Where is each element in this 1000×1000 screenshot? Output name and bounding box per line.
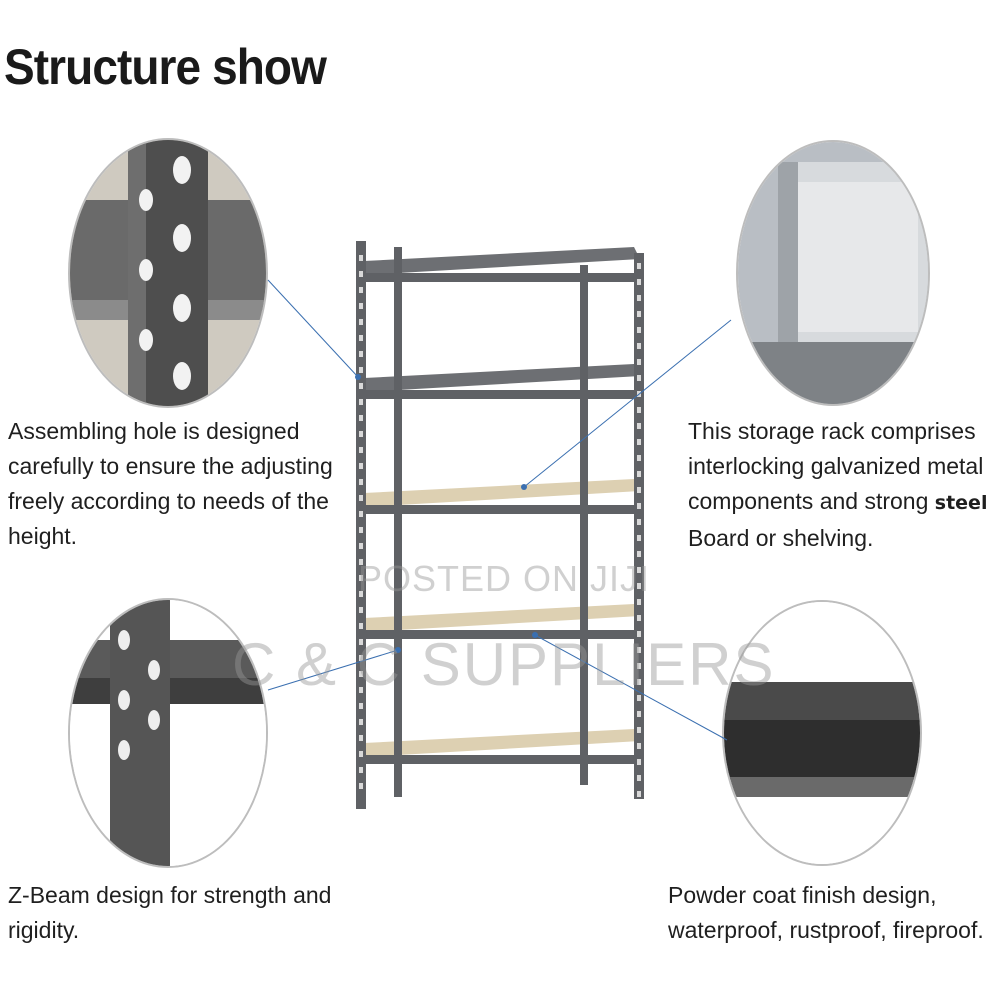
rack-hole [359,319,363,325]
rack-hole [359,367,363,373]
rack-hole [637,583,641,589]
rack-hole [359,783,363,789]
rack-hole [637,599,641,605]
rack-hole [359,703,363,709]
rack-hole [637,279,641,285]
rack-hole [359,351,363,357]
rack-hole [359,431,363,437]
rack-hole [359,575,363,581]
rack-hole [359,287,363,293]
rack-hole [359,639,363,645]
zoom-z-beam [68,598,268,868]
rack-hole [359,751,363,757]
zoom-assembling-hole [68,138,268,408]
caption-storage-rack-end: Board or shelving. [688,525,874,551]
rack-hole [359,719,363,725]
caption-storage-rack-text: This storage rack comprises interlocking… [688,418,984,514]
rack-hole [359,255,363,261]
rack-upright-front-inner [394,247,402,797]
rack-hole [637,391,641,397]
board-detail-image [738,142,928,404]
rack-hole [637,503,641,509]
page-title: Structure show [4,39,327,95]
rack-hole [359,463,363,469]
caption-assembling-hole: Assembling hole is designed carefully to… [8,418,333,549]
rack-hole [637,711,641,717]
rack-hole [359,735,363,741]
hole-detail-image [70,140,266,406]
rack-hole [359,303,363,309]
caption-z-beam: Z-Beam design for strength and rigidity. [8,882,332,943]
rack-hole [359,415,363,421]
rack-hole [637,743,641,749]
shelving-rack-image [356,241,644,809]
rack-hole [359,591,363,597]
rack-hole [359,495,363,501]
rack-hole [637,631,641,637]
rack-shelf-board [364,729,640,757]
rack-hole [637,567,641,573]
rack-hole [637,727,641,733]
rack-hole [359,447,363,453]
rack-hole [637,535,641,541]
rack-hole [637,359,641,365]
rack-hole [637,439,641,445]
watermark-supplier: C & C SUPPLIERS [232,631,776,698]
rack-shelf-beam [358,390,642,399]
rack-hole [359,607,363,613]
rack-hole [359,511,363,517]
rack-hole [637,407,641,413]
zoom-powder-coat [722,600,922,866]
rack-hole [359,335,363,341]
rack-hole [359,543,363,549]
rack-hole [359,479,363,485]
rack-hole [637,791,641,797]
rack-upright-front-left [356,241,366,809]
rack-shelf-beam [358,505,642,514]
rack-hole [637,455,641,461]
zoom-galvanized-board [736,140,930,406]
rack-hole [637,519,641,525]
rack-shelf-board [364,604,640,632]
rack-upright-front-right [634,253,644,799]
rack-hole [637,615,641,621]
watermark-posted: POSTED ON JIJI [358,558,651,599]
rack-shelf-board [364,479,640,507]
rack-hole [359,527,363,533]
caption-powder-coat: Powder coat finish design, waterproof, r… [668,882,984,943]
rack-shelf-beam [358,273,642,282]
rack-hole [637,423,641,429]
rack-hole [637,263,641,269]
rack-hole [637,343,641,349]
caption-storage-rack: This storage rack comprises interlocking… [688,414,1000,556]
rack-shelf-board [364,364,640,392]
rack-hole [359,399,363,405]
rack-hole [359,623,363,629]
rack-hole [359,271,363,277]
rack-shelf-board [364,247,640,275]
rack-shelf-beam [358,755,642,764]
powder-coat-detail-image [724,602,920,864]
rack-hole [637,311,641,317]
rack-hole [637,327,641,333]
rack-hole [359,767,363,773]
rack-upright-back-right [580,265,588,785]
rack-hole [359,383,363,389]
caption-steel-word: steel [934,492,988,514]
rack-hole [637,471,641,477]
z-beam-detail-image [70,600,266,866]
rack-hole [637,759,641,765]
rack-hole [637,295,641,301]
connector-line-hole [267,279,359,378]
rack-hole [637,551,641,557]
rack-hole [359,559,363,565]
rack-hole [637,487,641,493]
rack-hole [637,375,641,381]
rack-hole [637,775,641,781]
